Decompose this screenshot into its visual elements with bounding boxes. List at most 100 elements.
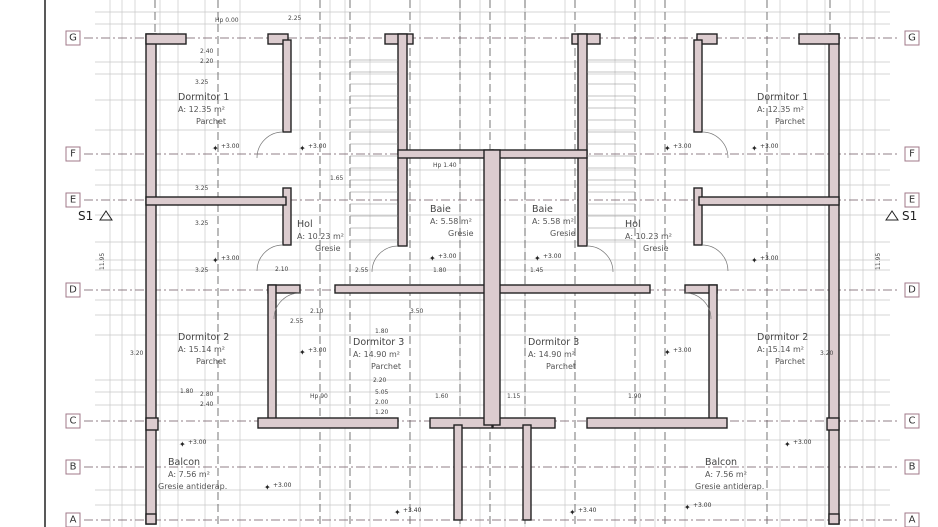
elevation-marker-icon: ✦ [394,508,401,517]
room-name: Baie [430,204,451,215]
axis-marker-box [904,192,920,208]
room-name: Baie [532,204,553,215]
room-area: A: 5.58 m² [532,217,574,226]
door-swing [684,292,712,320]
dimension-label: 2.10 [310,308,324,315]
dimension-label: 1.15 [507,393,521,400]
elevation-label: +3.00 [273,482,292,489]
elevation-marker-icon: ✦ [212,144,219,153]
dimension-label: 5.05 [375,389,389,396]
elevation-marker-icon: ✦ [784,440,791,449]
door-swing [701,244,729,272]
axis-marker-box [65,282,81,298]
axis-label-B-right: B [909,462,916,473]
elevation-label: +3.00 [793,439,812,446]
elevation-marker-icon: ✦ [684,503,691,512]
wall [708,284,718,426]
dimension-label: Hp 1.40 [433,162,457,169]
axis-marker-box [904,282,920,298]
dimension-label: 3.50 [410,308,424,315]
elevation-label: +3.00 [760,255,779,262]
wall [491,149,588,159]
dimension-label: 2.10 [275,266,289,273]
elevation-marker-icon: ✦ [179,440,186,449]
axis-marker-box [904,413,920,429]
wall [798,33,840,45]
axis-marker-box [904,459,920,475]
axis-label-D-left: D [69,285,77,296]
elevation-marker-icon: ✦ [664,144,671,153]
dimension-label: 3.20 [130,350,144,357]
wall [828,513,840,525]
dimension-label: 2.20 [373,377,387,384]
wall [145,33,157,525]
party-wall [483,149,501,426]
wall [693,39,703,133]
dimension-label: 2.40 [200,401,214,408]
elevation-marker-icon: ✦ [299,144,306,153]
elevation-label: +3.00 [221,255,240,262]
dimension-label: 1.65 [330,175,344,182]
wall [282,39,292,133]
room-finish: Gresie antiderap. [158,482,227,491]
wall [145,417,159,431]
dimension-label: Hp 90 [310,393,328,400]
axis-marker-box [904,512,920,527]
axis-marker-box [904,30,920,46]
section-marker-right: S1 [902,209,917,223]
dimension-label: 3.25 [195,220,209,227]
axis-label-G-right: G [908,33,916,44]
section-triangle-icon [885,210,899,221]
room-area: A: 12.35 m² [178,105,225,114]
axis-label-A-left: A [70,515,77,526]
wall [145,196,287,206]
room-area: A: 12.35 m² [757,105,804,114]
wall [267,33,289,45]
elevation-label: +3.00 [221,143,240,150]
wall [696,33,718,45]
room-area: A: 14.90 m² [353,350,400,359]
wall [828,33,840,525]
wall [397,33,408,247]
wall [577,33,588,247]
dimension-label: 1.45 [530,267,544,274]
dimension-label: 3.20 [820,350,834,357]
dimension-label: 2.20 [200,58,214,65]
room-finish: Gresie antiderap. [695,482,764,491]
elevation-label: +3.00 [673,143,692,150]
dimension-label: 2.25 [288,15,302,22]
elevation-label: +3.00 [188,439,207,446]
room-name: Dormitor 2 [178,332,229,343]
background-construction-lines [44,0,890,527]
room-finish: Parchet [196,117,226,126]
room-name: Dormitor 3 [353,337,404,348]
elevation-marker-icon: ✦ [751,256,758,265]
dimension-label: 2.40 [200,48,214,55]
elevation-label: +3.00 [693,502,712,509]
elevation-label: +3.00 [308,143,327,150]
elevation-marker-icon: ✦ [534,254,541,263]
elevation-label: +3.00 [760,143,779,150]
room-name: Hol [297,219,313,230]
door-swing [256,244,284,272]
axis-label-A-right: A [909,515,916,526]
axis-label-D-right: D [908,285,916,296]
room-area: A: 15.14 m² [757,345,804,354]
room-finish: Parchet [196,357,226,366]
dimension-label: 2.00 [375,399,389,406]
axis-label-C-left: C [70,416,77,427]
room-area: A: 5.58 m² [430,217,472,226]
axis-label-F-left: F [70,149,76,160]
wall [145,33,187,45]
dimension-label: Hp 0.00 [215,17,239,24]
dimension-label: 1.20 [375,409,389,416]
room-name: Hol [625,219,641,230]
dimension-label: 1.80 [180,388,194,395]
room-finish: Gresie [550,229,576,238]
axis-marker-box [65,413,81,429]
axis-marker-box [65,512,81,527]
